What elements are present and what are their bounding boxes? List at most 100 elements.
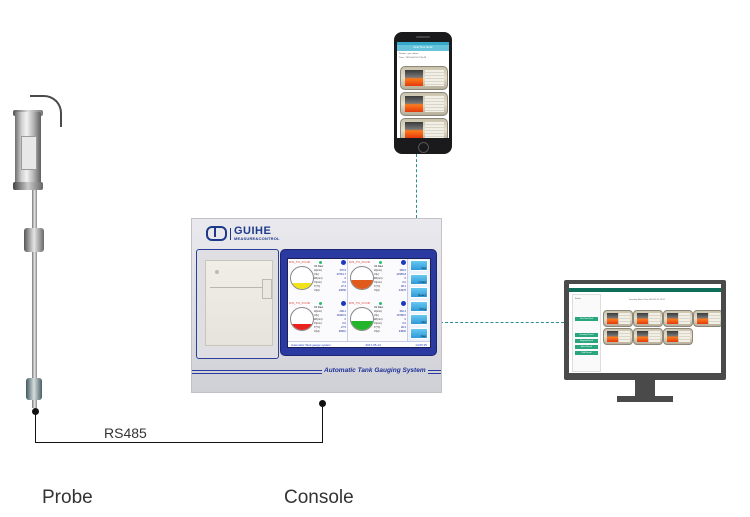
tank-status-icon: [379, 261, 382, 264]
reading-key: H(mm): [314, 310, 322, 313]
printer-panel: [196, 249, 279, 359]
tank-reading-row: V(ul)38310: [314, 330, 346, 334]
phone-screen[interactable]: Real Time Stock Station : gas station Ti…: [397, 42, 449, 138]
rs485-wire-horizontal: [35, 442, 323, 443]
reading-key: V(ul): [314, 330, 320, 333]
tank-readings: [679, 331, 690, 342]
monitor-tank-card[interactable]: [633, 328, 663, 345]
tank-reading-row: V(L) 19798.6: [374, 314, 406, 318]
tank-reading-row: T(°C)28.4: [374, 326, 406, 330]
sidebar-button[interactable]: Alarm Record: [575, 345, 598, 349]
tank-level-graphic: [405, 122, 423, 138]
brand-logo-block: GUIHE MEASURE&CONTROL: [206, 226, 280, 241]
reading-key: T(°C): [314, 285, 321, 288]
tank-level-gauge: [350, 307, 374, 331]
tank-level-graphic: [405, 70, 423, 86]
system-label-rule-left-2: [192, 373, 322, 374]
reading-key: H(mm): [314, 269, 322, 272]
phone-station-label: Station : gas station: [399, 53, 419, 55]
monitor-tank-card[interactable]: [603, 328, 633, 345]
monitor-tank-card[interactable]: [693, 310, 721, 327]
tank-reading-row: V(mm)0.0: [374, 281, 406, 285]
reading-value: 28.1: [400, 285, 406, 288]
status-time: 14:05:35: [415, 343, 427, 347]
reading-value: 39050: [338, 289, 346, 292]
phone-tank-card[interactable]: [400, 66, 448, 90]
side-menu-button-query[interactable]: Query: [410, 287, 428, 298]
reading-value: 27.4: [340, 285, 346, 288]
tank-reading-row: W(mm)0: [314, 318, 346, 322]
tank-reading-row: T(°C)28.1: [374, 285, 406, 289]
brand-separator: [230, 227, 231, 240]
tank-status-icon: [379, 302, 382, 305]
monitor-tank-card[interactable]: [603, 310, 633, 327]
tank-reading-row: V(mm)0.0: [314, 322, 346, 326]
sidebar-button[interactable]: Real Time Stock: [575, 317, 598, 321]
tank-reading-row: V(L)22959.8: [374, 273, 406, 277]
brand-name: GUIHE: [234, 225, 272, 237]
probe-rod: [32, 190, 37, 408]
side-menu-button-prog[interactable]: Prog: [410, 300, 428, 312]
tank-title: D/N_TO_FCUR: [289, 260, 310, 264]
phone-app-header: Real Time Stock: [397, 45, 449, 51]
reading-key: V(ul): [374, 289, 380, 292]
probe-flange: [13, 182, 43, 190]
printer-paper-slot: [210, 287, 268, 288]
reading-key: Oil Raw: [314, 306, 324, 309]
sidebar-button[interactable]: Inventory Record: [575, 333, 598, 337]
reading-value: 0.0: [342, 322, 346, 325]
side-menu-button-chart[interactable]: Chart: [410, 273, 428, 285]
monitor-tank-card[interactable]: [633, 310, 663, 327]
tank-reading-row: H(mm)362.4: [374, 310, 406, 314]
system-label-rule-left: [192, 370, 322, 371]
reading-key: W(mm): [374, 318, 383, 321]
phone-tank-card[interactable]: [400, 92, 448, 116]
reading-key: V(ul): [314, 289, 320, 292]
thermal-printer: [205, 260, 273, 346]
side-menu-button-fap[interactable]: Fap: [410, 327, 428, 339]
reading-value: 44975: [398, 289, 406, 292]
smartphone: Real Time Stock Station : gas station Ti…: [394, 32, 452, 154]
reading-key: Oil Raw: [374, 265, 384, 268]
reading-value: 0.0: [342, 281, 346, 284]
side-menu-button-info[interactable]: Info: [410, 314, 428, 325]
console-phone-link: [416, 154, 417, 218]
monitor-tank-card[interactable]: [663, 310, 693, 327]
monitor-tank-card[interactable]: [663, 328, 693, 345]
tank-reading-row: Oil Raw: [374, 265, 406, 269]
phone-tank-card[interactable]: [400, 118, 448, 138]
reading-value: 19798.6: [396, 314, 406, 317]
reading-key: V(L): [314, 314, 319, 317]
probe-float-lower: [26, 378, 42, 400]
tank-reading-row: V(mm)0.0: [374, 322, 406, 326]
tank-reading-row: H(mm)299.1: [314, 310, 346, 314]
rs485-wire-console-drop: [322, 404, 323, 443]
probe-caption: Probe: [42, 487, 93, 508]
reading-key: V(L): [374, 273, 379, 276]
reading-key: V(L): [374, 314, 379, 317]
tank-readings: [649, 313, 660, 324]
reading-key: W(mm): [374, 277, 383, 280]
tank-reading-row: V(ul) 39050: [314, 289, 346, 293]
side-menu-button-set[interactable]: Set: [410, 260, 428, 271]
sidebar-button[interactable]: Shift Record: [575, 351, 598, 355]
sidebar-button[interactable]: Shipping Record: [575, 339, 598, 343]
monitor-stand-base: [617, 396, 673, 402]
monitor-page-title: Inventory Status Time 2019-05-13 14:31: [629, 299, 665, 301]
reading-value: 0: [344, 318, 346, 321]
tank-reading-row: H(mm)369.6: [374, 269, 406, 273]
tank-level-graphic: [607, 313, 618, 324]
phone-home-button[interactable]: [418, 142, 429, 153]
sidebar-station-field: Station:: [575, 298, 582, 300]
tank-number-badge: [341, 260, 346, 265]
tank-level-gauge: [290, 307, 314, 331]
brand-subtitle: MEASURE&CONTROL: [234, 236, 280, 241]
